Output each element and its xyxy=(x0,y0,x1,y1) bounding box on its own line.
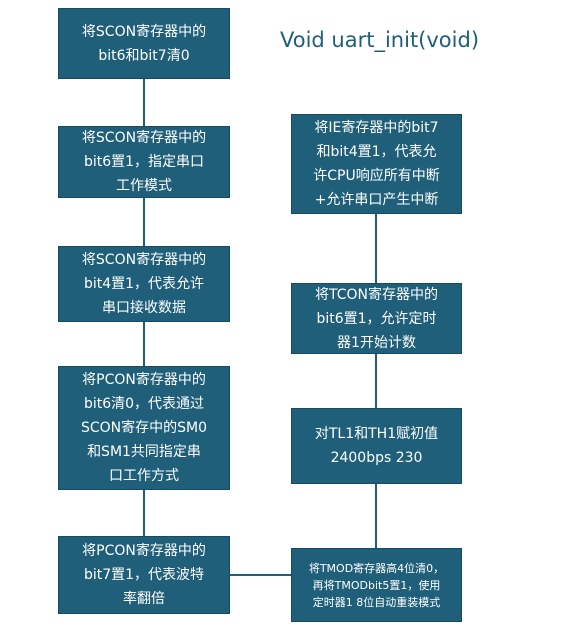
step-text-l5: 将PCON寄存器中的 bit7置1，代表波特 率翻倍 xyxy=(82,543,206,607)
step-box-l1: 将SCON寄存器中的 bit6和bit7清0 xyxy=(58,8,230,79)
step-box-l5: 将PCON寄存器中的 bit7置1，代表波特 率翻倍 xyxy=(58,536,230,614)
step-text-l2: 将SCON寄存器中的 bit6置1，指定串口 工作模式 xyxy=(81,130,207,194)
step-text-l1: 将SCON寄存器中的 bit6和bit7清0 xyxy=(81,23,207,64)
step-box-r4: 将TMOD寄存器高4位清0， 再将TMODbit5置1，使用 定时器1 8位自动… xyxy=(291,548,462,622)
diagram-title: Void uart_init(void) xyxy=(280,28,480,52)
step-text-r1: 将IE寄存器中的bit7 和bit4置1，代表允 许CPU响应所有中断 +允许串… xyxy=(313,120,440,208)
step-box-l2: 将SCON寄存器中的 bit6置1，指定串口 工作模式 xyxy=(58,126,230,198)
step-text-r4: 将TMOD寄存器高4位清0， 再将TMODbit5置1，使用 定时器1 8位自动… xyxy=(308,561,445,609)
step-box-l3: 将SCON寄存器中的 bit4置1，代表允许 串口接收数据 xyxy=(58,246,230,322)
step-text-r2: 将TCON寄存器中的 bit6置1，允许定时 器1开始计数 xyxy=(315,286,438,351)
step-box-r2: 将TCON寄存器中的 bit6置1，允许定时 器1开始计数 xyxy=(291,283,462,354)
step-box-r3: 对TL1和TH1赋初值 2400bps 230 xyxy=(291,408,462,484)
step-text-l4: 将PCON寄存器中的 bit6清0，代表通过 SCON寄存中的SM0 和SM1共… xyxy=(80,372,208,484)
step-box-r1: 将IE寄存器中的bit7 和bit4置1，代表允 许CPU响应所有中断 +允许串… xyxy=(291,114,462,214)
step-text-l3: 将SCON寄存器中的 bit4置1，代表允许 串口接收数据 xyxy=(81,252,207,316)
step-text-r3: 对TL1和TH1赋初值 2400bps 230 xyxy=(314,426,439,466)
step-box-l4: 将PCON寄存器中的 bit6清0，代表通过 SCON寄存中的SM0 和SM1共… xyxy=(58,366,230,490)
